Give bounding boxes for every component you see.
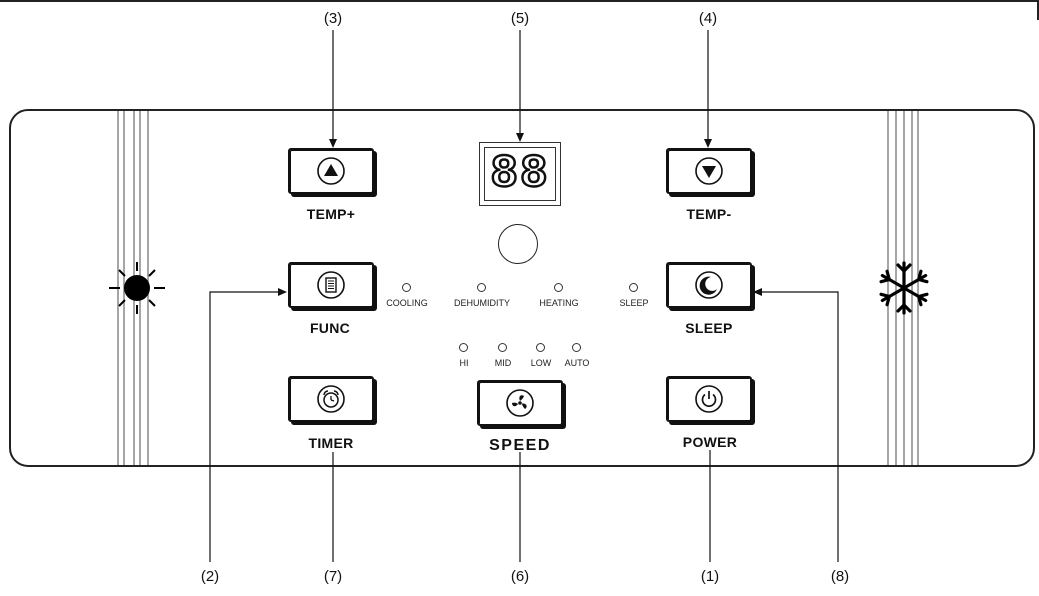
auto-speed-led (572, 343, 581, 352)
callout-3: (3) (323, 10, 343, 27)
hi-speed-label: HI (459, 358, 469, 368)
triangle-up-icon (317, 157, 345, 185)
triangle-down-icon (695, 157, 723, 185)
dehumidity-indicator-label: DEHUMIDITY (454, 298, 510, 308)
power-label: POWER (682, 434, 738, 450)
power-icon (695, 385, 723, 413)
moon-icon (695, 271, 723, 299)
mid-speed-label: MID (494, 358, 512, 368)
callout-6: (6) (510, 568, 530, 585)
fan-icon (506, 389, 534, 417)
sun-icon (109, 262, 165, 314)
low-speed-led (536, 343, 545, 352)
low-speed-label: LOW (530, 358, 552, 368)
callout-8: (8) (830, 568, 850, 585)
leader-2 (209, 291, 283, 562)
alarm-clock-icon (317, 385, 345, 413)
speed-label: SPEED (489, 437, 551, 454)
heating-indicator-label: HEATING (539, 298, 579, 308)
leader-arrowheads (278, 133, 762, 296)
top-border-line (0, 0, 1039, 2)
callout-1: (1) (700, 568, 720, 585)
func-button[interactable] (288, 262, 374, 308)
right-border-tick (1037, 0, 1039, 20)
callout-5: (5) (510, 10, 530, 27)
power-button[interactable] (666, 376, 752, 422)
snowflake-icon (879, 261, 929, 315)
display-digits: 88 (489, 148, 550, 200)
callout-7: (7) (323, 568, 343, 585)
cooling-indicator-label: COOLING (386, 298, 428, 308)
timer-label: TIMER (308, 435, 354, 451)
temp-minus-label: TEMP- (686, 206, 732, 222)
sleep-indicator-label: SLEEP (619, 298, 649, 308)
temp-minus-button[interactable] (666, 148, 752, 194)
remote-sensor-window (498, 224, 538, 264)
digital-display: 88 (479, 142, 561, 206)
cooling-indicator-led (402, 283, 411, 292)
heating-indicator-led (554, 283, 563, 292)
callout-2: (2) (200, 568, 220, 585)
leader-8 (757, 291, 839, 562)
leader-lines (209, 30, 839, 562)
document-icon (317, 271, 345, 299)
right-stripes (887, 111, 919, 465)
temp-plus-button[interactable] (288, 148, 374, 194)
speed-button[interactable] (477, 380, 563, 426)
sleep-label: SLEEP (685, 320, 733, 336)
hi-speed-led (459, 343, 468, 352)
display-window: 88 (484, 147, 556, 201)
control-panel-outline (9, 109, 1035, 467)
auto-speed-label: AUTO (564, 358, 590, 368)
sleep-button[interactable] (666, 262, 752, 308)
timer-button[interactable] (288, 376, 374, 422)
sleep-indicator-led (629, 283, 638, 292)
func-label: FUNC (309, 320, 351, 336)
callout-4: (4) (698, 10, 718, 27)
mid-speed-led (498, 343, 507, 352)
temp-plus-label: TEMP+ (306, 206, 356, 222)
dehumidity-indicator-led (477, 283, 486, 292)
